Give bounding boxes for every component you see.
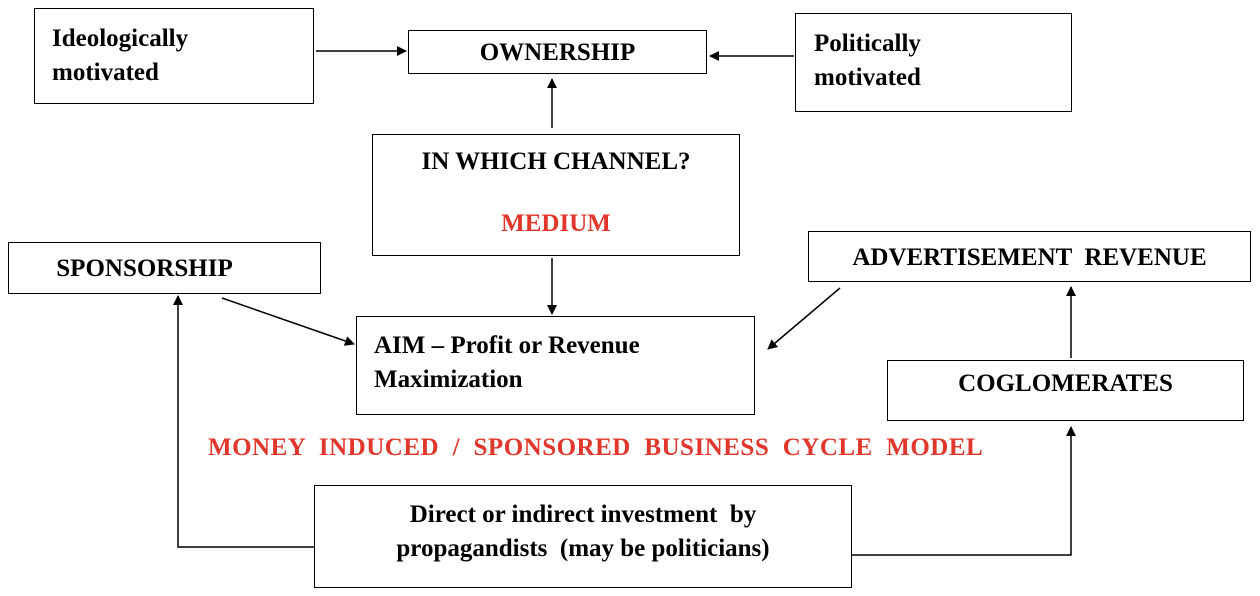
investment-box: Direct or indirect investment by propaga… — [314, 485, 852, 588]
politically-motivated-box: Politically motivated — [795, 13, 1072, 112]
advertisement-revenue-box: ADVERTISEMENT REVENUE — [808, 231, 1251, 282]
model-caption: MONEY INDUCED / SPONSORED BUSINESS CYCLE… — [208, 434, 984, 461]
channel-question: IN WHICH CHANNEL? — [421, 148, 691, 175]
conglomerates-label: COGLOMERATES — [958, 370, 1173, 397]
political-line-2: motivated — [814, 64, 921, 91]
investment-line-2: propagandists (may be politicians) — [396, 535, 770, 562]
political-line-1: Politically — [814, 30, 921, 57]
arrow-investment-to-conglomerates — [852, 426, 1076, 556]
aim-line-1: AIM – Profit or Revenue — [374, 332, 640, 359]
channel-box: IN WHICH CHANNEL? MEDIUM — [372, 134, 740, 256]
investment-line-1: Direct or indirect investment by — [409, 501, 757, 528]
sponsorship-label: SPONSORSHIP — [56, 255, 233, 282]
ideologically-motivated-box: Ideologically motivated — [34, 8, 314, 104]
aim-line-2: Maximization — [374, 366, 523, 393]
medium-label: MEDIUM — [501, 210, 611, 237]
ownership-label: OWNERSHIP — [479, 39, 636, 66]
conglomerates-box: COGLOMERATES — [887, 360, 1244, 421]
ownership-box: OWNERSHIP — [408, 30, 707, 74]
arrow-investment-to-sponsorship — [173, 295, 314, 548]
sponsorship-box: SPONSORSHIP — [8, 242, 321, 294]
ideological-line-1: Ideologically — [52, 25, 189, 52]
advertisement-label: ADVERTISEMENT REVENUE — [852, 244, 1207, 271]
arrow-sponsorship-to-aim — [221, 297, 355, 346]
aim-box: AIM – Profit or Revenue Maximization — [356, 316, 755, 415]
arrow-advertisement-to-aim — [767, 287, 841, 350]
ideological-line-2: motivated — [52, 59, 159, 86]
